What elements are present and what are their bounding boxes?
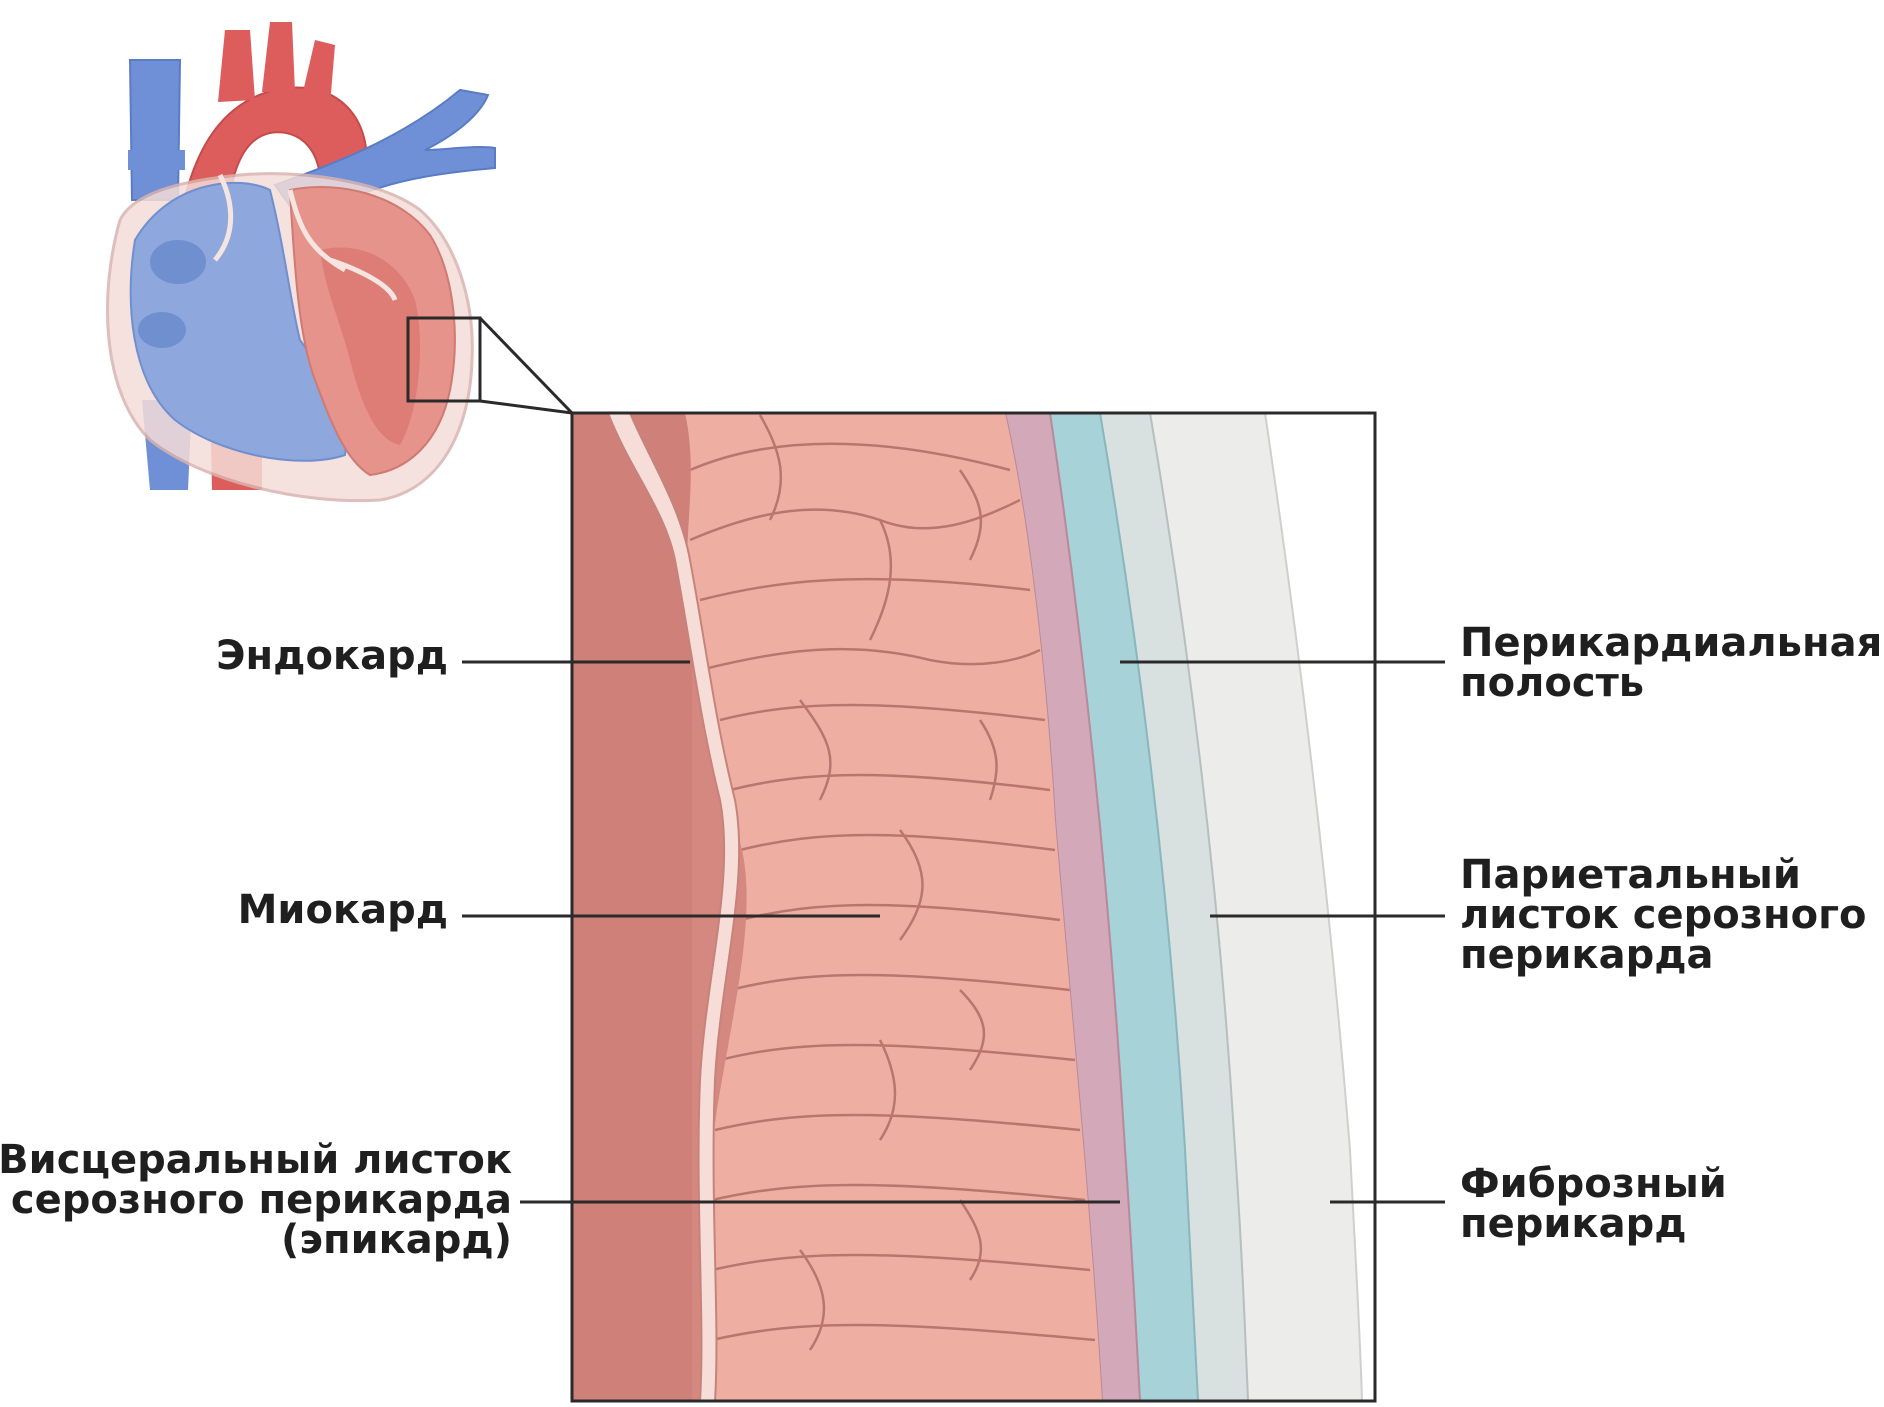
right-atrium-opening-1 [150, 240, 206, 284]
svc-branch [128, 150, 185, 170]
label-myocardium-line1: Миокард [237, 887, 448, 933]
label-fibrous-line2: перикард [1460, 1201, 1687, 1247]
zoom-connector [478, 316, 574, 415]
label-visceral-line2: серозного перикарда [10, 1177, 512, 1223]
myocardium-layer [685, 413, 1102, 1401]
label-parietal-pericardium: Париетальный листок серозного перикарда [1460, 855, 1866, 975]
label-pericardial-cavity: Перикардиальная полость [1460, 623, 1882, 703]
chamber-tissue-shade [572, 413, 692, 1401]
heart-wall-inset [572, 413, 1375, 1401]
zoom-connector-2 [479, 399, 573, 415]
label-endocardium: Эндокард [216, 636, 448, 676]
aortic-branch-3 [302, 40, 335, 105]
superior-vena-cava [128, 59, 182, 201]
label-myocardium: Миокард [238, 890, 448, 930]
inset-frame [570, 411, 1377, 1403]
myocardium-fibers [689, 414, 1096, 1351]
zoom-box [406, 316, 482, 403]
label-fibrous-pericardium: Фиброзный перикард [1460, 1164, 1727, 1244]
label-visceral-line1: Висцеральный листок [0, 1137, 512, 1183]
heart-illustration [106, 22, 574, 503]
label-parietal-line1: Париетальный [1460, 852, 1801, 898]
label-pericardial-cavity-line2: полость [1460, 660, 1645, 706]
fibrous-pericardium-layer [1265, 413, 1375, 1401]
label-parietal-line2: листок серозного [1460, 892, 1867, 938]
aortic-branch-1 [218, 30, 255, 102]
valve-lines [213, 173, 398, 302]
label-fibrous-line1: Фиброзный [1460, 1161, 1727, 1207]
leader-lines [462, 660, 1445, 1204]
label-visceral-line3: (эпикард) [280, 1217, 512, 1263]
right-atrium-opening-2 [138, 312, 186, 348]
aortic-branch-2 [262, 22, 295, 92]
label-parietal-line3: перикарда [1460, 932, 1714, 978]
label-endocardium-line1: Эндокард [216, 633, 448, 679]
label-visceral-pericardium: Висцеральный листок серозного перикарда … [0, 1140, 512, 1260]
label-pericardial-cavity-line1: Перикардиальная [1460, 620, 1883, 666]
endocardium-layer [606, 413, 741, 1401]
